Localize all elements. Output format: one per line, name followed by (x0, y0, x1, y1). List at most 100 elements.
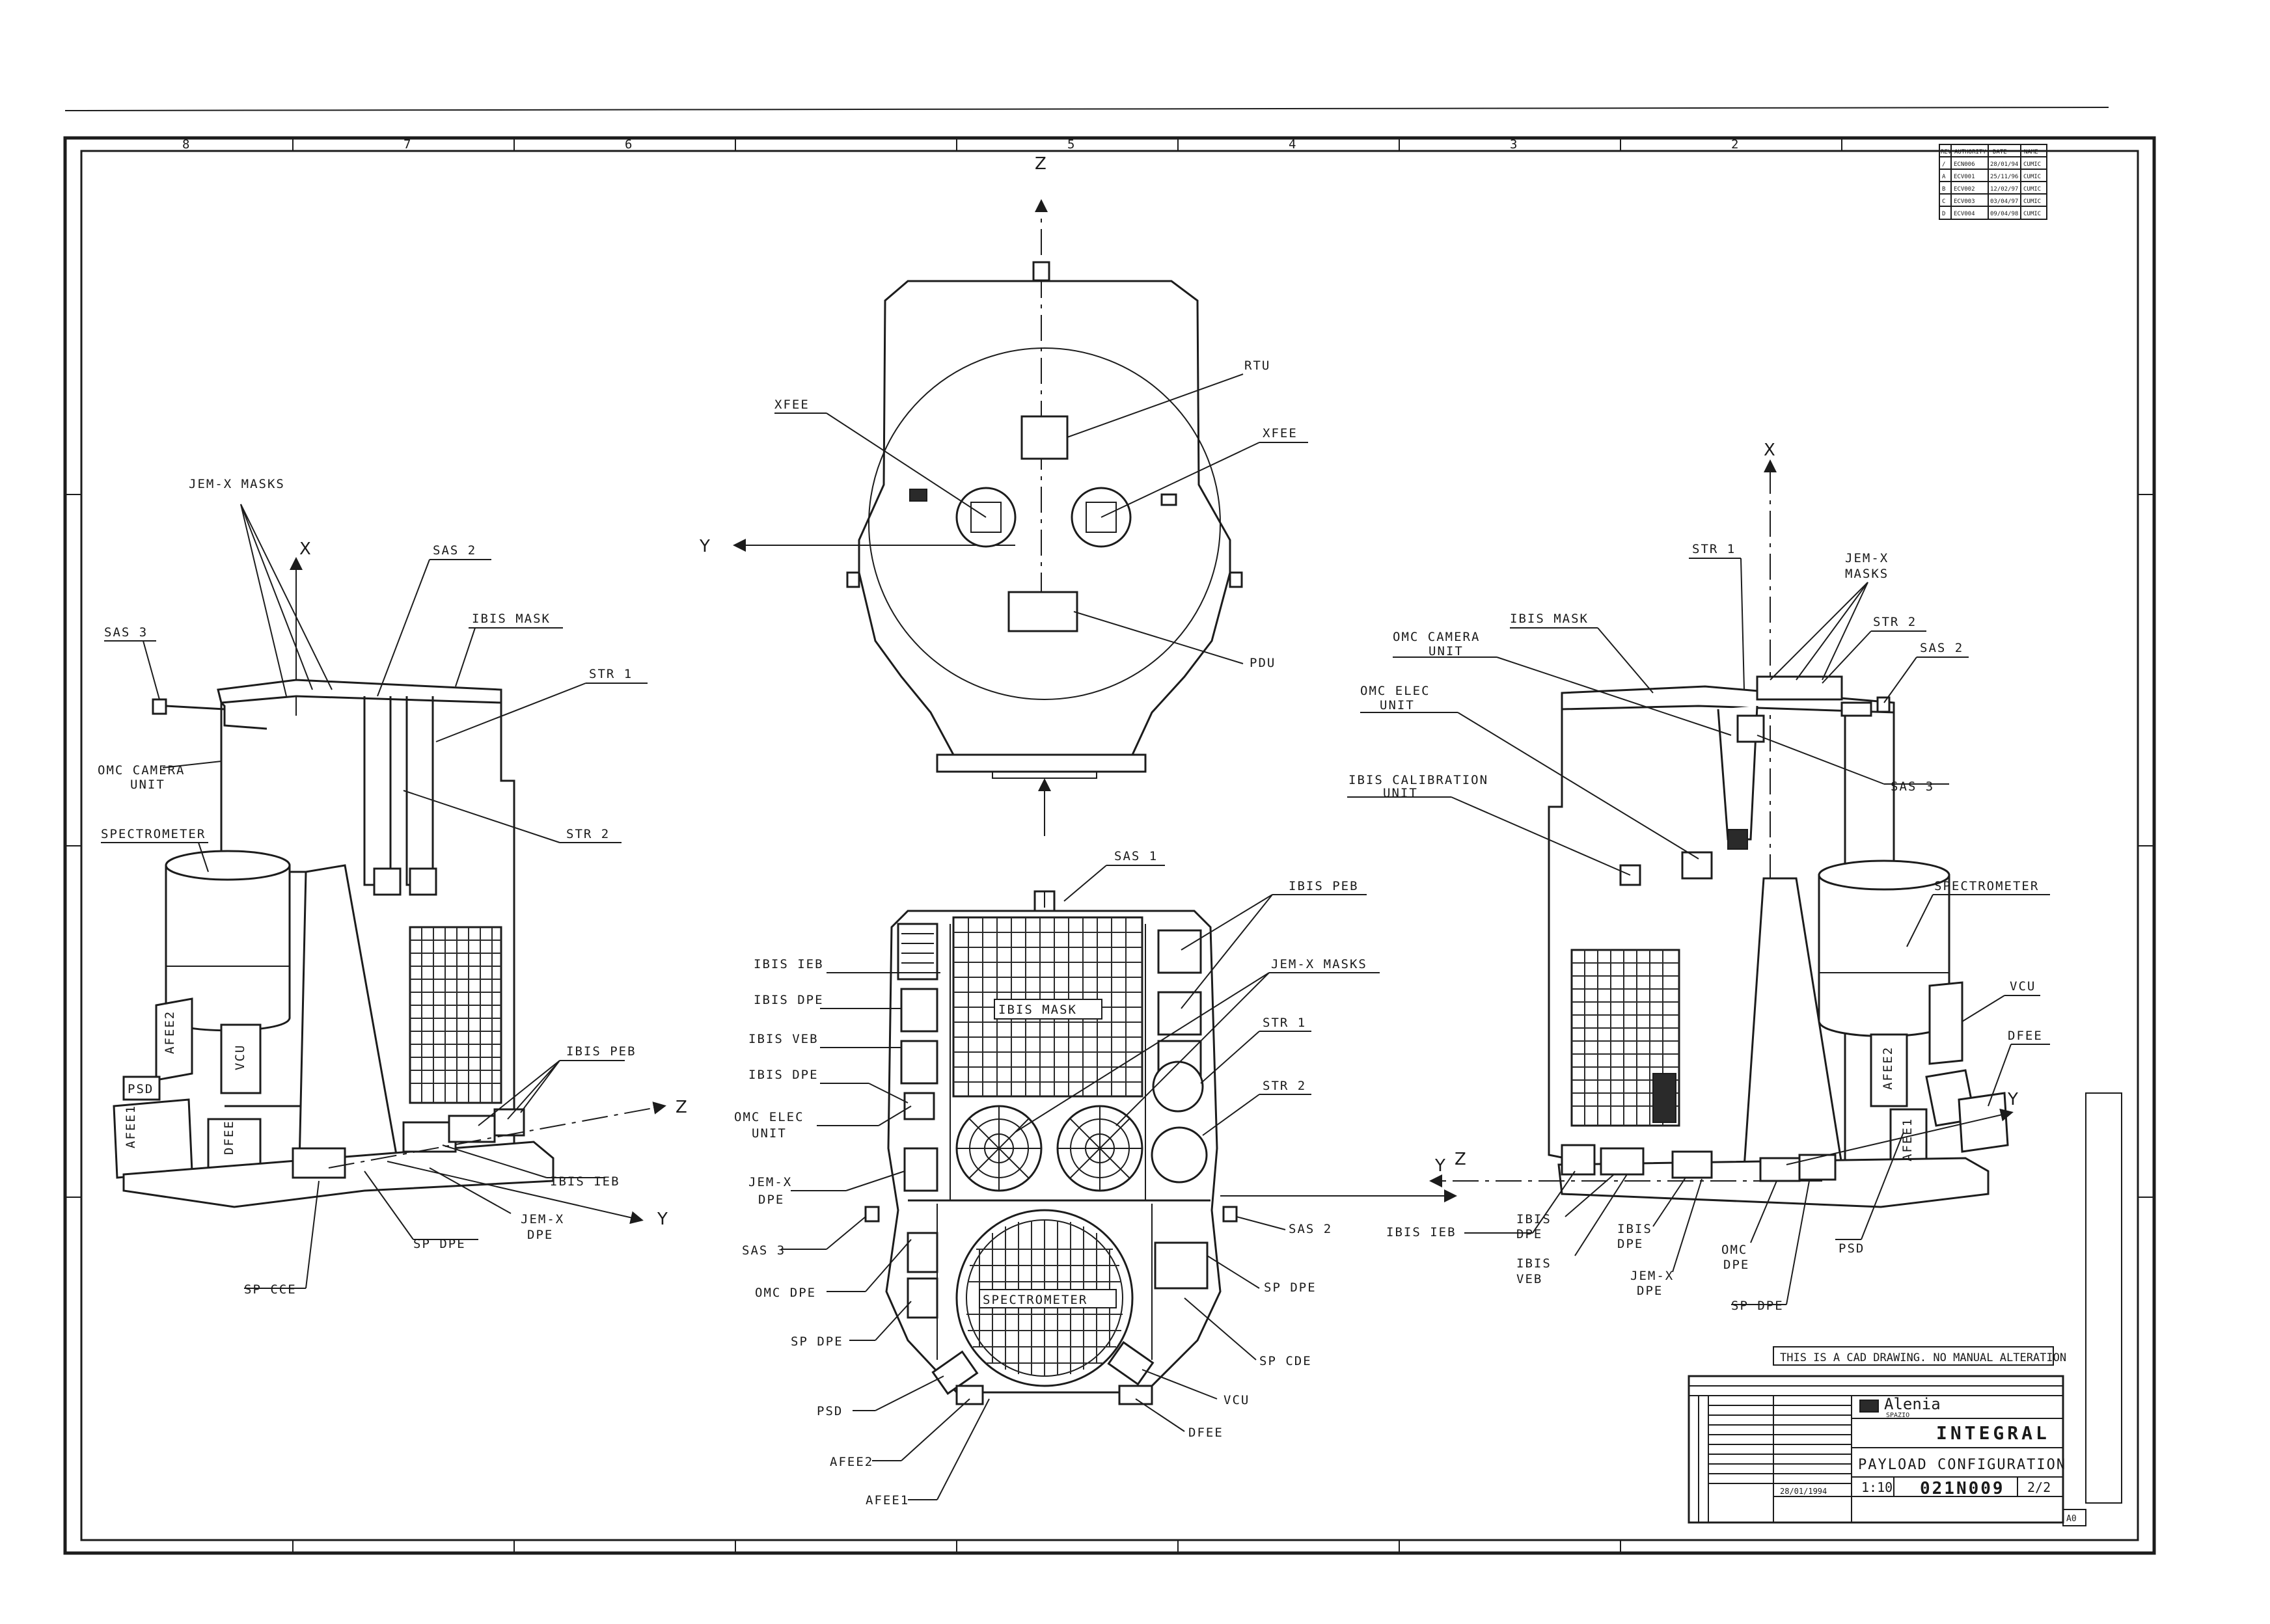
label-omc-camera-right-1: OMC CAMERA (1393, 630, 1480, 644)
label-omc-elec-right-2: UNIT (1380, 698, 1415, 712)
label-omc-elec-bottom: OMC ELEC (734, 1110, 804, 1124)
sp-dpe-right-box (1154, 1241, 1209, 1290)
vcu-box-left (220, 1023, 262, 1094)
label-str1-bottom: STR 1 (1263, 1016, 1306, 1030)
border-col-4: 4 (1289, 137, 1297, 152)
label-ibis-mask-inner: IBIS MASK (998, 1003, 1077, 1017)
rev-row-date: 03/04/97 (1990, 198, 2018, 205)
label-xfee-left: XFEE (774, 398, 810, 412)
omc-dpe-box-right (1759, 1157, 1801, 1182)
label-dfee-left: DFEE (222, 1120, 236, 1155)
border-col-2: 2 (1731, 137, 1740, 152)
cad-note: THIS IS A CAD DRAWING. NO MANUAL ALTERAT… (1780, 1351, 2066, 1364)
ibis-mask-grid-left (409, 926, 502, 1104)
str1-unit (1152, 1061, 1204, 1113)
border-col-8: 8 (182, 137, 191, 152)
label-ibis-peb-left: IBIS PEB (566, 1044, 636, 1059)
label-jemx-dpe-1-left: JEM-X (521, 1212, 564, 1226)
axis-z-left: Z (676, 1098, 687, 1117)
label-ibis-dpe-1-bottom: IBIS DPE (754, 993, 824, 1007)
rev-row-date: 25/11/96 (1990, 174, 2018, 180)
ibis-dpe-box (900, 988, 938, 1033)
rtu-box (1020, 415, 1069, 460)
label-rtu: RTU (1244, 359, 1270, 373)
label-xfee-right: XFEE (1263, 426, 1298, 440)
label-sas2-right: SAS 2 (1920, 641, 1963, 655)
rev-header-name: NAME (2024, 149, 2038, 156)
rev-row-name: CUMIC (2023, 198, 2041, 205)
dfee-box-right (1958, 1092, 2009, 1153)
rev-row-date: 09/04/98 (1990, 211, 2018, 217)
ibis-veb-box-right (1671, 1150, 1713, 1179)
rev-row-rev: A (1942, 174, 1946, 180)
alenia-logo-icon (1859, 1400, 1879, 1413)
ibis-mask-top-left (217, 679, 502, 704)
label-ibis-mask-left: IBIS MASK (472, 612, 551, 626)
label-ibis-dpe-2-bottom: IBIS DPE (748, 1068, 819, 1082)
label-sp-dpe-right: SP DPE (1731, 1299, 1784, 1313)
label-sas3-bottom: SAS 3 (742, 1243, 786, 1258)
sheet-number: 2/2 (2027, 1480, 2051, 1495)
dfee-box-left (207, 1118, 262, 1172)
label-sas2-bottom: SAS 2 (1289, 1222, 1332, 1236)
company-sub: SPAZIO (1886, 1412, 1909, 1419)
label-vcu-right: VCU (2010, 979, 2036, 994)
ibis-veb-box (900, 1040, 938, 1085)
top-view-stub (1032, 261, 1050, 282)
label-sas2-left: SAS 2 (433, 543, 476, 558)
label-str1-right: STR 1 (1692, 542, 1736, 556)
label-sp-cce-left: SP CCE (244, 1282, 297, 1297)
drawing-date: 28/01/1994 (1780, 1487, 1827, 1496)
drawing-scale: 1:10 (1861, 1480, 1893, 1495)
label-str2-bottom: STR 2 (1263, 1079, 1306, 1093)
label-vcu-left: VCU (233, 1044, 247, 1070)
label-jemx-dpe-1-bottom: JEM-X (748, 1175, 792, 1189)
label-ibis-dpe-right-2: DPE (1516, 1227, 1542, 1241)
label-omc-camera-left: OMC CAMERA (98, 763, 185, 778)
project-name: INTEGRAL (1936, 1422, 2050, 1444)
label-spectrometer-right: SPECTROMETER (1934, 879, 2039, 893)
label-ibis-dpe-b-right-2: DPE (1617, 1237, 1643, 1251)
axis-x-left: X (299, 539, 311, 559)
omc-dpe-box (907, 1232, 938, 1273)
label-omc-dpe-right-2: DPE (1723, 1258, 1749, 1272)
label-ibis-peb-bottom: IBIS PEB (1289, 879, 1359, 893)
label-ibis-ieb-bottom: IBIS IEB (754, 957, 824, 971)
label-afee2-bottom: AFEE2 (830, 1455, 873, 1469)
bottom-view: IBIS MASK (734, 849, 1457, 1508)
ibis-ieb-box (897, 923, 938, 981)
label-afee1-left: AFEE1 (124, 1105, 138, 1148)
label-jemx-dpe-2-left: DPE (527, 1228, 553, 1242)
rev-row-authority: ECV004 (1954, 211, 1975, 217)
label-omc-elec-unit-bottom: UNIT (752, 1126, 787, 1141)
label-sp-dpe-right-bottom: SP DPE (1264, 1280, 1317, 1295)
title-block: THIS IS A CAD DRAWING. NO MANUAL ALTERAT… (1688, 1346, 2086, 1526)
omc-elec-unit-box (1681, 851, 1713, 880)
label-vcu-bottom: VCU (1224, 1393, 1250, 1407)
axis-x-right: X (1764, 440, 1775, 460)
label-omc-camera-unit-left: UNIT (130, 778, 165, 792)
label-str2-right: STR 2 (1873, 615, 1917, 629)
label-jemx-masks-left-1: JEM-X MASKS (189, 477, 285, 491)
sp-cce-box-left (292, 1147, 346, 1179)
border-col-7: 7 (403, 137, 412, 152)
label-psd-bottom: PSD (817, 1404, 843, 1418)
drawing-number: 021N009 (1920, 1479, 2005, 1498)
border-col-6: 6 (625, 137, 633, 152)
label-sas3-left: SAS 3 (104, 625, 148, 640)
label-ibis-dpe-b-right-1: IBIS (1617, 1222, 1652, 1236)
paper-size: A0 (2066, 1514, 2077, 1524)
border-col-3: 3 (1510, 137, 1518, 152)
axis-y-bottom: Y (1434, 1156, 1445, 1176)
str2-unit (1151, 1126, 1208, 1184)
afee2-box-left (155, 997, 193, 1081)
right-side-panel (2085, 1092, 2122, 1504)
service-module-circle (868, 347, 1221, 700)
pdu-box (1007, 591, 1078, 632)
label-ibis-cal-right-2: UNIT (1383, 786, 1418, 800)
label-dfee-right: DFEE (2008, 1029, 2043, 1043)
label-jemx-dpe-right-2: DPE (1637, 1284, 1663, 1298)
label-omc-elec-right-1: OMC ELEC (1360, 684, 1430, 698)
ibis-ieb-box-right (1561, 1144, 1596, 1176)
